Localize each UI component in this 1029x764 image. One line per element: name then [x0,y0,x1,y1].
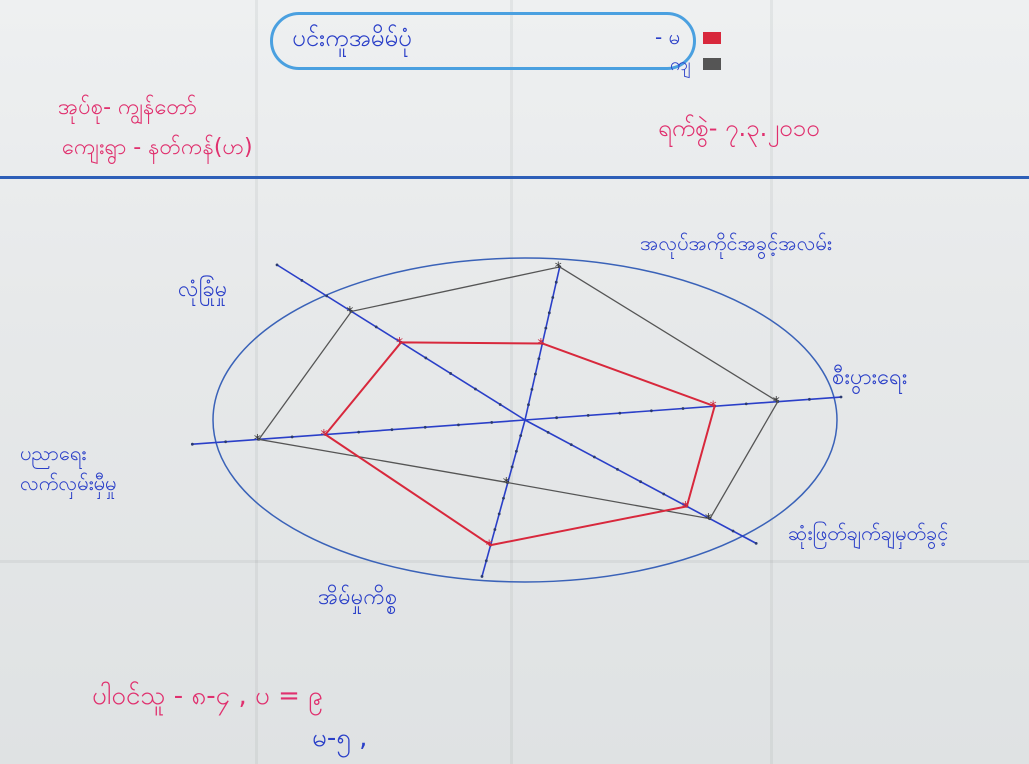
chart-tick [325,294,329,298]
axis-label-economy: စီးပွားရေး [832,365,908,390]
chart-tick [275,263,279,267]
chart-tick [357,430,361,434]
chart-point: * [705,512,712,528]
chart-tick [744,402,748,406]
chart-tick [300,278,304,282]
chart-tick [618,411,622,415]
chart-point: * [773,395,780,411]
chart-tick [650,409,653,413]
chart-tick [480,575,484,578]
village-label: ကျေးရွာ - နတ်ကန်(ဟ) [62,135,253,160]
chart-tick [754,541,758,545]
chart-tick [519,434,523,438]
chart-tick [546,430,550,434]
fold-line [510,0,513,764]
date-label: ရက်စွဲ- ၇.၃.၂၀၁၀ [658,114,820,142]
chart-tick [374,325,378,329]
chart-point: * [537,336,544,352]
chart-tick [530,387,534,391]
fold-line [0,560,1029,563]
chart-tick [493,528,497,531]
chart-tick [662,492,666,496]
header-divider [0,176,1029,179]
fold-line [255,0,258,764]
chart-point: * [555,260,562,276]
chart-tick [808,397,811,401]
chart-tick [544,326,548,330]
chart-tick [390,428,394,432]
chart-tick [592,455,596,459]
axis-label-security: လုံခြုံမှု [178,277,228,302]
group-label: အုပ်စု- ကျွန်တော် [58,95,197,120]
fold-line [770,0,773,764]
chart-tick [616,467,619,471]
chart-point: * [346,304,353,320]
participants-line1: ပါဝင်သူ - ၈-၄ , ပ = ၉ [92,681,323,711]
legend-swatch-men [703,58,721,70]
chart-series-line [257,266,779,520]
chart-point: * [486,538,493,554]
chart-tick [555,416,559,420]
chart-tick [534,372,537,376]
chart-tick [681,407,685,410]
chart-tick [190,442,194,446]
chart-tick [527,403,530,407]
chart-tick [502,496,505,500]
chart-point: * [396,335,403,351]
chart-point: * [682,499,689,515]
chart-tick [498,403,502,406]
legend-label-men: ကျ [670,54,691,75]
axis-label-employment: အလုပ်အကိုင်အခွင့်အလမ်း [640,231,832,255]
chart-tick [514,449,518,453]
chart-tick [423,425,427,429]
chart-tick [474,387,477,391]
chart-tick [586,414,590,417]
axis-label-household: အိမ်မှုကိစ္စ [318,585,398,610]
legend-swatch-women [703,32,721,44]
chart-tick [224,440,228,444]
chart-tick [510,465,514,469]
title-cloud [270,12,696,70]
chart-point: * [710,399,717,415]
chart-tick [449,372,453,375]
chart-point: * [503,476,510,492]
chart-series-line [323,341,716,547]
chart-tick [537,357,541,361]
chart-tick [424,356,428,360]
page-title: ပင်းကူအမိမ်ပုံ [292,24,412,52]
chart-tick [731,529,735,533]
chart-point: * [254,432,261,448]
chart-tick [569,443,573,447]
chart-tick [484,559,488,563]
chart-tick [547,311,551,315]
chart-circle [212,257,838,583]
chart-tick [551,296,555,299]
chart-tick [457,423,460,427]
chart-tick [554,280,558,284]
chart-tick [839,395,843,399]
chart-tick [497,512,501,516]
chart-point: * [320,428,327,444]
chart-tick [490,421,494,424]
axis-label-education: ပညာရေး လက်လှမ်းမှီမှု [20,441,117,495]
participants-line2: မ-၅ , [312,723,368,753]
chart-tick [639,480,642,484]
chart-tick [290,435,294,439]
legend-label-women: - မ [655,25,680,49]
axis-label-decision: ဆုံးဖြတ်ချက်ချမှတ်ခွင့် [788,521,949,545]
